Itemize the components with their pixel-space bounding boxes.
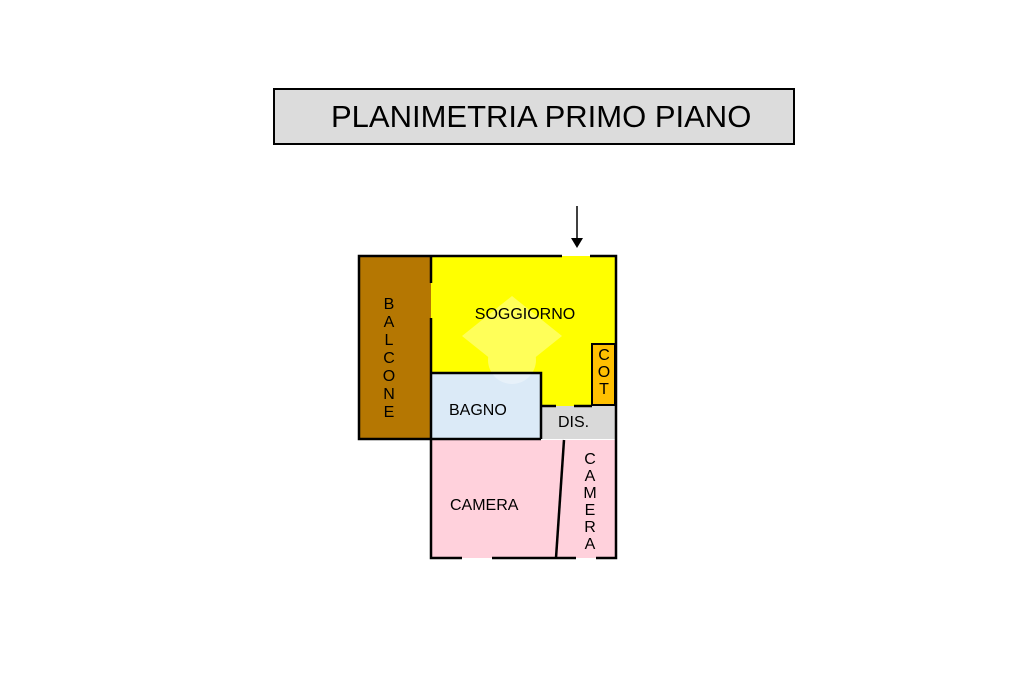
label-camera-2: CAMERA [582, 451, 599, 553]
room-bagno [432, 373, 541, 439]
page-title: PLANIMETRIA PRIMO PIANO [331, 99, 752, 134]
room-camera-2 [556, 440, 615, 558]
label-camera: CAMERA [450, 497, 519, 514]
room-soggiorno [431, 256, 616, 373]
label-dis: DIS. [558, 414, 589, 431]
label-cot: COT [596, 347, 613, 398]
walls [357, 254, 618, 560]
room-dis [541, 406, 616, 439]
arrow-down-icon [571, 206, 583, 248]
label-bagno: BAGNO [449, 402, 507, 419]
room-balcone [359, 256, 431, 439]
title-box: PLANIMETRIA PRIMO PIANO [273, 88, 795, 145]
label-balcone: BALCONE [381, 296, 398, 422]
room-camera [432, 440, 564, 558]
label-soggiorno: SOGGIORNO [475, 306, 575, 323]
